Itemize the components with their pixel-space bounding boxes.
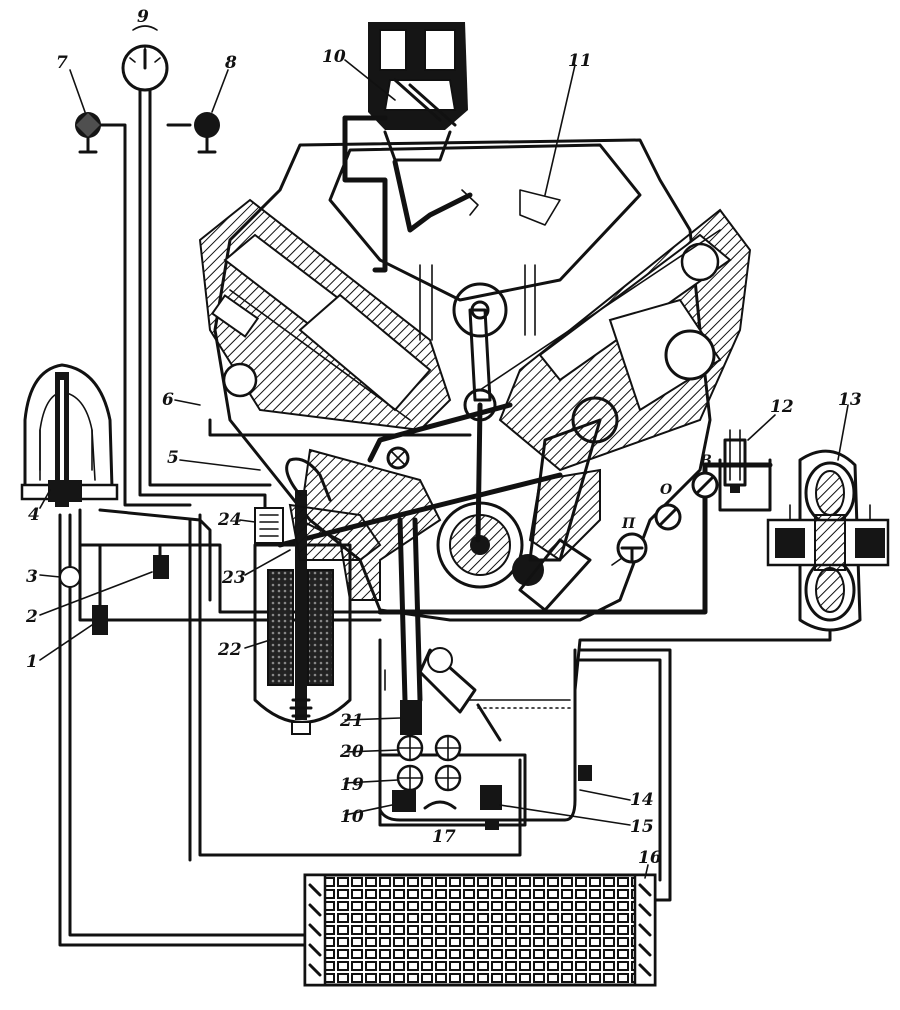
label-12: 12 bbox=[770, 397, 794, 417]
label-24: 24 bbox=[217, 510, 242, 530]
label-5: 5 bbox=[167, 448, 179, 468]
label-13: 13 bbox=[838, 390, 862, 410]
engine-block bbox=[198, 138, 752, 622]
gauge-3 bbox=[59, 566, 81, 588]
label-9: 9 bbox=[137, 7, 149, 27]
label-valve-o: О bbox=[660, 482, 673, 498]
label-8: 8 bbox=[224, 53, 237, 73]
callout-labels: 7 9 8 10 11 12 13 6 5 24 23 4 3 2 1 22 2… bbox=[25, 7, 862, 868]
leader-lines bbox=[39, 59, 849, 879]
label-10-top: 10 bbox=[322, 47, 346, 67]
label-16: 16 bbox=[638, 848, 662, 868]
oil-cooler-16 bbox=[303, 873, 657, 987]
right-cylinder-bank bbox=[479, 208, 752, 472]
valve-2 bbox=[153, 555, 169, 579]
label-15: 15 bbox=[630, 817, 654, 837]
left-cylinder-bank bbox=[198, 198, 452, 432]
label-17: 17 bbox=[432, 827, 456, 847]
label-14: 14 bbox=[630, 790, 654, 810]
oil-sump bbox=[378, 638, 592, 822]
pressure-gauge-9 bbox=[121, 25, 169, 92]
oil-lines bbox=[58, 88, 832, 947]
label-3: 3 bbox=[26, 567, 38, 587]
label-valve-v: В bbox=[699, 453, 712, 469]
label-19: 19 bbox=[340, 775, 364, 795]
top-unit-10 bbox=[342, 22, 468, 162]
label-2: 2 bbox=[25, 607, 38, 627]
crankshaft bbox=[436, 501, 592, 612]
label-23: 23 bbox=[221, 568, 246, 588]
oil-pump bbox=[378, 647, 527, 830]
label-21: 21 bbox=[339, 711, 364, 731]
valve-1 bbox=[92, 605, 108, 635]
label-10-bottom: 10 bbox=[340, 807, 364, 827]
centrifugal-filter-4 bbox=[20, 363, 119, 507]
label-valve-p: П bbox=[621, 516, 636, 532]
label-7: 7 bbox=[56, 53, 68, 73]
label-1: 1 bbox=[26, 652, 38, 672]
label-22: 22 bbox=[217, 640, 242, 660]
valve-bank bbox=[611, 429, 772, 566]
label-4: 4 bbox=[28, 505, 40, 525]
label-6: 6 bbox=[162, 390, 174, 410]
fine-filter-22 bbox=[253, 457, 382, 735]
label-11: 11 bbox=[568, 51, 592, 71]
label-20: 20 bbox=[339, 742, 364, 762]
fluid-coupling-13 bbox=[766, 449, 890, 632]
gauge-7 bbox=[75, 112, 101, 154]
gauge-8 bbox=[194, 112, 220, 154]
